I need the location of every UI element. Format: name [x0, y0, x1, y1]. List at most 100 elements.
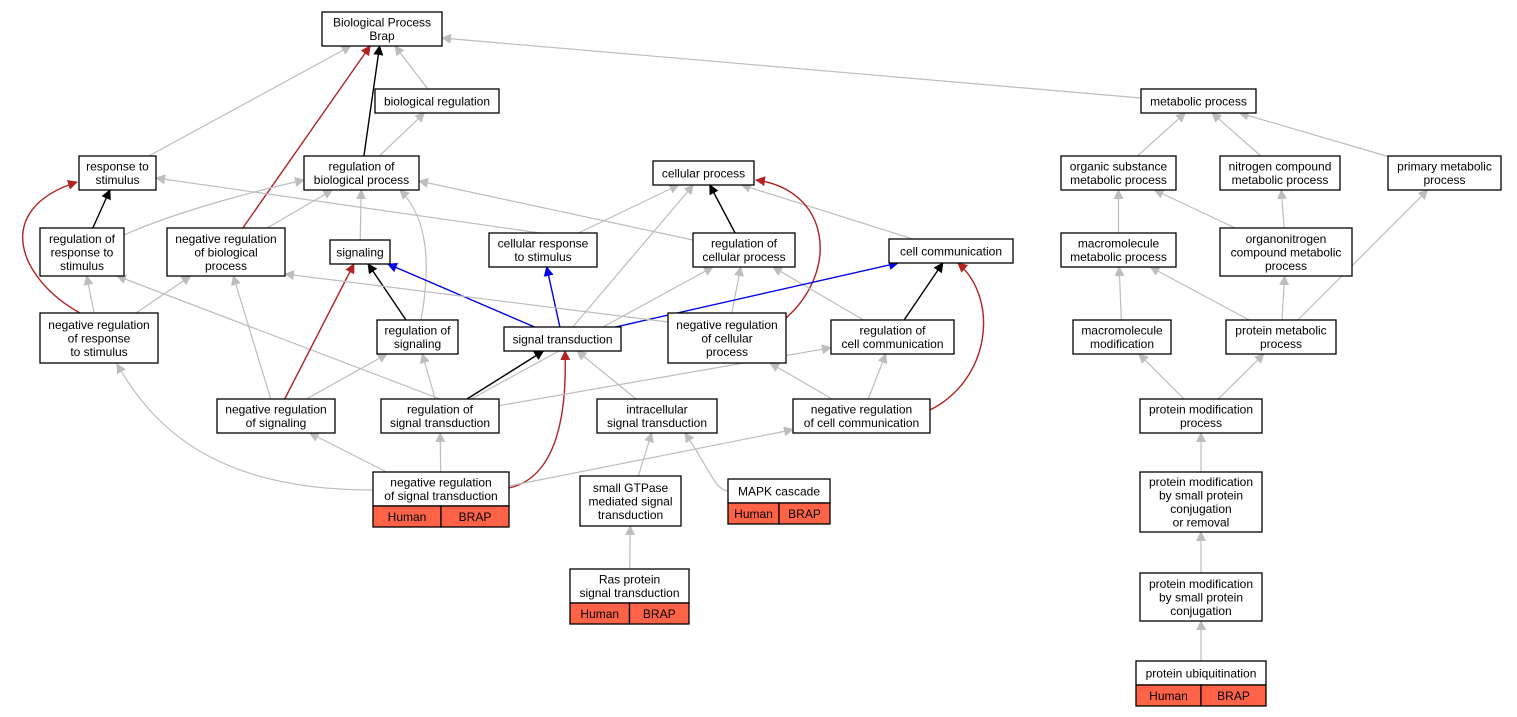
edge-negsig-to-negbio: [231, 275, 272, 400]
tag-label-brap: BRAP: [643, 607, 676, 621]
node-label-line: signaling: [336, 245, 383, 259]
edge-regst-to-regresp: [116, 274, 441, 400]
edge-negcomm-to-comm: [929, 262, 985, 411]
node-st[interactable]: signal transduction: [503, 326, 622, 352]
node-label-line: of response: [68, 331, 131, 345]
node-label-line: negative regulation: [48, 318, 149, 332]
edges-layer: [22, 33, 1429, 661]
node-signaling[interactable]: signaling: [329, 239, 391, 265]
node-comm[interactable]: cell communication: [888, 238, 1014, 264]
edge-regcell-to-regbio: [418, 178, 694, 241]
node-meta[interactable]: metabolic process: [1140, 88, 1257, 114]
edge-protmp-to-oncmp: [1279, 275, 1290, 321]
node-label-line: regulation of: [711, 237, 778, 251]
edge-breg-to-bp: [394, 45, 429, 90]
node-label-line: regulation of: [49, 232, 116, 246]
node-cellp[interactable]: cellular process: [652, 160, 755, 186]
tag-box-brap: [778, 502, 831, 525]
node-label-line: stimulus: [95, 173, 139, 187]
node-label-line: of biological: [194, 245, 257, 259]
node-label-line: regulation of: [384, 324, 451, 338]
node-label-line: modification: [1090, 337, 1154, 351]
edge-ncmp-to-meta: [1211, 112, 1262, 157]
node-label-line: regulation of: [407, 403, 474, 417]
node-label-line: protein metabolic: [1235, 324, 1326, 338]
node-label-line: intracellular: [626, 403, 687, 417]
node-label-line: process: [1260, 337, 1302, 351]
tag-box-brap: [440, 505, 510, 528]
node-label-line: protein modification: [1149, 577, 1253, 591]
node-label-line: signal transduction: [512, 332, 612, 346]
edge-negcell-to-regcell: [731, 266, 744, 314]
node-label-line: process: [1423, 173, 1465, 187]
node-label-line: by small protein: [1159, 489, 1243, 503]
edge-regresp-to-resp: [92, 189, 111, 229]
node-box: [1072, 319, 1172, 355]
tag-label-human: Human: [734, 507, 773, 521]
edge-regsig-to-regbio: [399, 189, 427, 321]
node-breg[interactable]: biological regulation: [374, 88, 500, 114]
node-label-line: negative regulation: [811, 403, 912, 417]
node-label-line: conjugation: [1170, 604, 1231, 618]
node-label-line: cell communication: [900, 244, 1002, 258]
node-box: [596, 398, 718, 434]
node-label-line: metabolic process: [1070, 173, 1167, 187]
node-label-line: macromolecule: [1078, 237, 1160, 251]
node-label-line: metabolic process: [1150, 94, 1247, 108]
edge-negresp-to-resp: [22, 180, 81, 314]
node-label-line: Brap: [369, 29, 395, 43]
edge-osmp-to-meta: [1136, 112, 1186, 157]
node-box: [1225, 319, 1337, 355]
node-box: [1219, 155, 1341, 191]
edge-pmod-to-protmp: [1217, 353, 1265, 400]
node-box: [1140, 88, 1257, 114]
node-label-line: negative regulation: [175, 232, 276, 246]
edge-st-to-comm: [615, 260, 899, 328]
node-box: [39, 227, 125, 277]
edge-regbio-to-breg: [378, 112, 426, 157]
edge-regst-to-regsig: [419, 353, 436, 400]
edge-comm-to-cellp: [740, 182, 914, 240]
edge-pmp-to-meta: [1238, 110, 1389, 158]
edge-gtpase-to-ist: [637, 432, 654, 477]
node-box: [78, 155, 157, 191]
node-label-line: of signaling: [246, 416, 307, 430]
node-label-line: compound metabolic: [1231, 245, 1342, 259]
node-label-line: to stimulus: [70, 345, 127, 359]
node-label-line: cell communication: [841, 337, 943, 351]
node-box: [166, 227, 286, 277]
edge-negcell-to-negbio: [284, 270, 669, 323]
